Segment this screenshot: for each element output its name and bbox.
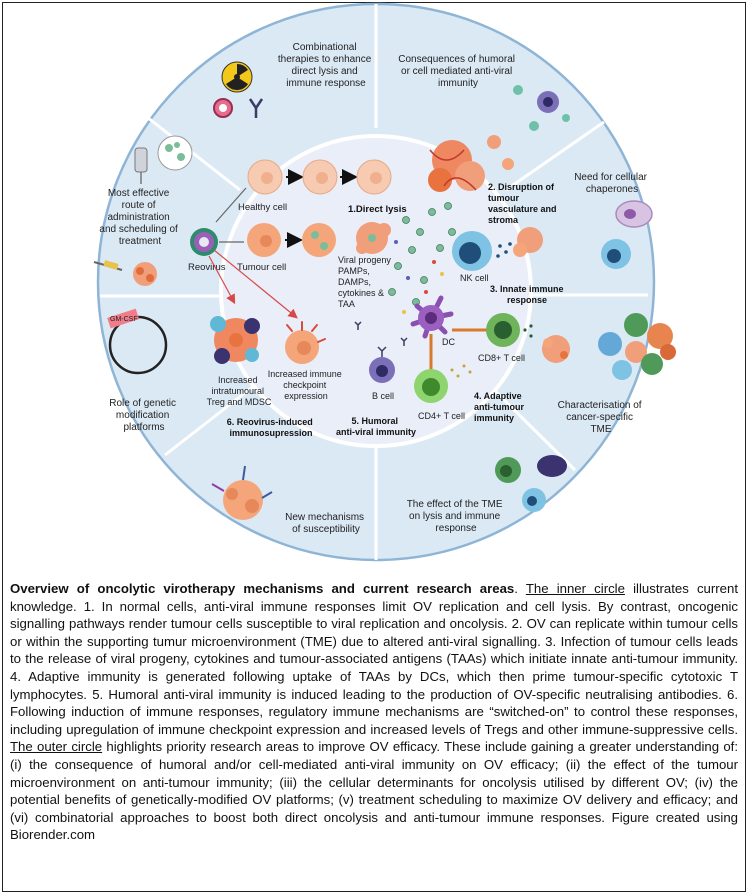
plasmid-icon: GM-CSF [107, 308, 168, 375]
target-tumour-icon [542, 335, 570, 363]
antibody-icon [248, 98, 264, 118]
syringe-icon [93, 260, 123, 271]
cd4-t-cell-icon [414, 334, 472, 403]
segment-genetic-modification: GM-CSF Role of genetic modification plat… [107, 308, 179, 433]
tme-cluster-icon [598, 313, 676, 380]
new-mechanisms-text: New mechanisms of susceptibility [285, 512, 367, 535]
consequences-text: Consequences of humoral or cell mediated… [398, 54, 518, 89]
susceptible-cell-icon [211, 465, 273, 520]
lysed-tumour-icon [356, 222, 391, 254]
gmcsf-label: GM-CSF [110, 316, 138, 323]
cytokine-dots [394, 240, 444, 314]
caption-body-part1: illustrates current knowledge. 1. In nor… [10, 581, 738, 737]
vasculature-tumour-icon [428, 135, 514, 192]
tumour-cell-label: Tumour cell [237, 262, 286, 273]
nk-cell-label: NK cell [460, 273, 489, 283]
oncolytic-virotherapy-diagram: Combinational therapies to enhance direc… [93, 2, 676, 562]
segment-consequences: Consequences of humoral or cell mediated… [398, 54, 570, 131]
healthy-cell-pathway: Healthy cell [215, 159, 392, 223]
b-cell-label: B cell [372, 391, 394, 401]
disruption-label: 2. Disruption of tumour vasculature and … [488, 182, 559, 225]
cd8-label: CD8+ T cell [478, 353, 525, 363]
route-text: Most effective route of administration a… [99, 188, 180, 247]
tumour-cell-pathway: Tumour cell [219, 223, 336, 273]
increased-checkpoint-label: Increased immune checkpoint expression [268, 369, 345, 401]
reovirus-label: Reovirus [188, 262, 226, 273]
tumour-icon [133, 262, 157, 286]
radiation-icon [221, 61, 253, 93]
caption-outer-link: The outer circle [10, 739, 103, 755]
effect-tme-text: The effect of the TME on lysis and immun… [407, 499, 506, 534]
iv-drip-icon [134, 135, 193, 184]
dendritic-cell-icon [410, 295, 454, 339]
segment-route: Most effective route of administration a… [93, 135, 193, 286]
nk-cell-icon [452, 231, 512, 271]
caption-inner-link: The inner circle [525, 581, 625, 596]
immunosuppression-arrows [208, 249, 298, 319]
caption-body-part2: highlights priority research areas to im… [10, 739, 738, 843]
caption-title: Overview of oncolytic virotherapy mechan… [10, 581, 515, 596]
segment-new-mechanisms: New mechanisms of susceptibility [211, 465, 367, 535]
genetic-mod-text: Role of genetic modification platforms [109, 398, 179, 433]
tme-cells-icon [495, 455, 567, 512]
treg-mdsc-icon [210, 316, 260, 364]
segment-combinational: Combinational therapies to enhance direc… [213, 42, 374, 118]
b-cell-icon [354, 321, 408, 383]
chaperone-cell-icon [601, 200, 653, 269]
checkpoint-cell-icon [285, 321, 326, 364]
viral-particles [388, 202, 456, 306]
increased-treg-label: Increased intratumoural Treg and MDSC [207, 375, 272, 407]
chaperones-text: Need for cellular chaperones [574, 172, 650, 195]
innate-label: 3. Innate immune response [490, 284, 566, 305]
combinational-text: Combinational therapies to enhance direc… [278, 42, 374, 89]
immune-cell-icon [513, 85, 570, 131]
dc-label: DC [442, 337, 455, 347]
viral-progeny-label: Viral progeny PAMPs, DAMPs, cytokines & … [338, 255, 393, 309]
segment-effect-tme: The effect of the TME on lysis and immun… [407, 455, 567, 534]
tumour-fragments-icon [513, 227, 543, 257]
reovirus-icon [190, 228, 218, 256]
cd4-label: CD4+ T cell [418, 411, 465, 421]
humoral-label: 5. Humoral anti-viral immunity [336, 416, 416, 437]
segment-characterisation: Characterisation of cancer-specific TME [558, 313, 676, 435]
inner-circle [219, 134, 533, 448]
direct-lysis-label: 1.Direct lysis [348, 204, 407, 215]
virus-icon [213, 98, 233, 118]
healthy-cell-label: Healthy cell [238, 202, 287, 213]
reovirus-induced-label: 6. Reovirus-induced immunosupression [227, 417, 316, 438]
segment-chaperones: Need for cellular chaperones [574, 172, 653, 269]
adaptive-label: 4. Adaptive anti-tumour immunity [474, 391, 527, 423]
figure-caption: Overview of oncolytic virotherapy mechan… [10, 581, 738, 843]
cd8-t-cell-icon [452, 313, 533, 347]
characterisation-text: Characterisation of cancer-specific TME [558, 400, 645, 435]
